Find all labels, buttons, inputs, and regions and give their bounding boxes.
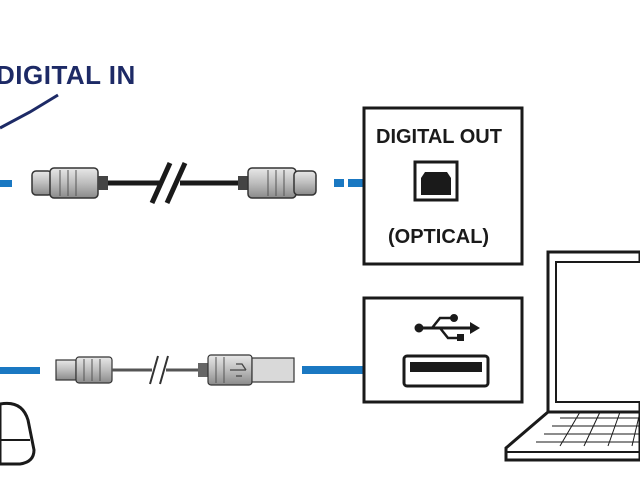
- optical-port-icon: [413, 160, 459, 202]
- usb-cable: [112, 355, 198, 385]
- digital-out-label: DIGITAL OUT: [376, 126, 502, 148]
- optical-cable: [108, 161, 238, 205]
- speaker-icon: [0, 401, 36, 466]
- usb-b-plug: [55, 356, 113, 384]
- laptop-icon: [504, 250, 640, 462]
- usb-a-plug: [198, 354, 295, 386]
- usb-left-arrow-stub: [0, 367, 40, 374]
- optical-plug-left: [31, 167, 108, 199]
- digital-in-pointer-line: [0, 93, 59, 130]
- optical-left-arrow-stub: [0, 180, 12, 187]
- usb-trident-icon: [414, 314, 480, 341]
- digital-in-label: DIGITAL IN: [0, 60, 136, 90]
- optical-plug-right: [238, 167, 317, 199]
- usb-a-port-icon: [402, 354, 490, 388]
- optical-label: (OPTICAL): [388, 226, 490, 248]
